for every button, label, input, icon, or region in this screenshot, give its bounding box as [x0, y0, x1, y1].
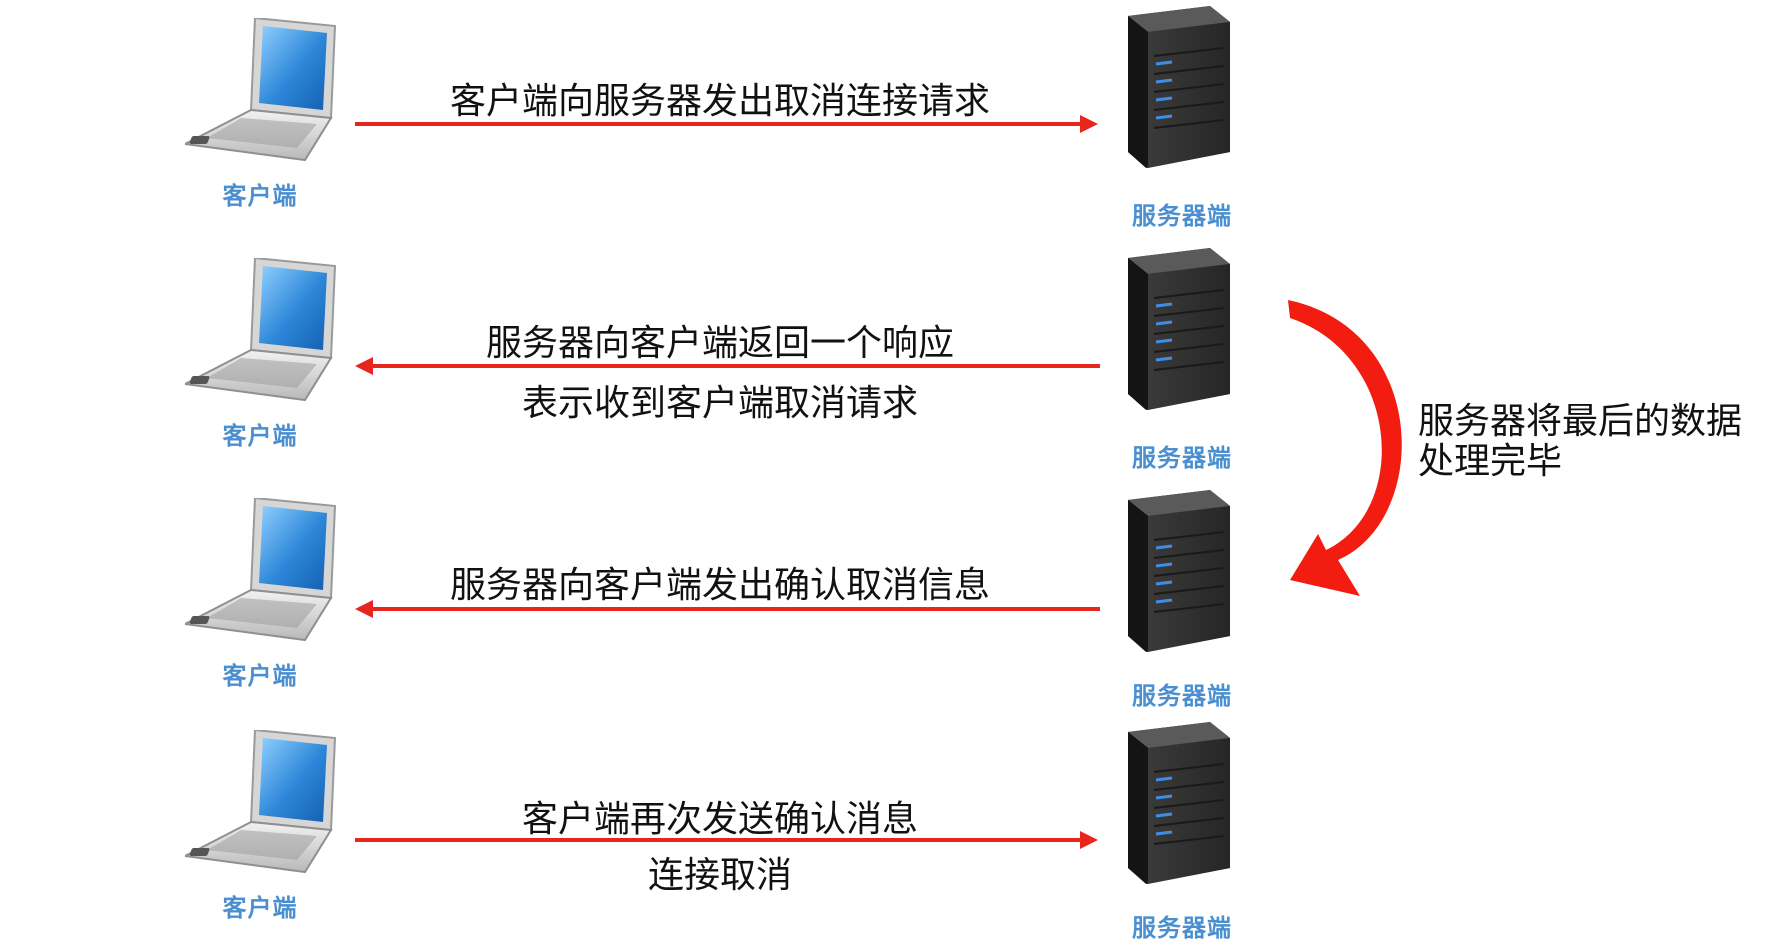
arrow-right: [355, 831, 1098, 849]
arrow-left: [355, 357, 1100, 375]
server-label: 服务器端: [1132, 914, 1232, 942]
client-label: 客户端: [222, 182, 298, 210]
step-2-message-line-2: 表示收到客户端取消请求: [521, 383, 918, 424]
client-label: 客户端: [222, 662, 298, 690]
server-processing-note: 服务器将最后的数据 处理完毕: [1418, 402, 1742, 482]
step-4-message-line-1: 客户端再次发送确认消息: [521, 799, 918, 840]
step-4-message-line-2: 连接取消: [647, 855, 792, 896]
step-3-message: 服务器向客户端发出确认取消信息: [449, 565, 990, 606]
curved-arrow: [1288, 300, 1402, 596]
server-label: 服务器端: [1132, 444, 1232, 472]
side-note-line-1: 服务器将最后的数据: [1418, 401, 1743, 442]
arrow-right: [355, 115, 1098, 133]
side-note-line-2: 处理完毕: [1418, 441, 1563, 482]
client-label: 客户端: [222, 894, 298, 922]
client-label: 客户端: [222, 422, 298, 450]
arrow-left: [355, 600, 1100, 618]
step-1-message: 客户端向服务器发出取消连接请求: [449, 81, 990, 122]
step-2-message-line-1: 服务器向客户端返回一个响应: [485, 323, 954, 364]
server-label: 服务器端: [1132, 682, 1232, 710]
server-label: 服务器端: [1132, 202, 1232, 230]
